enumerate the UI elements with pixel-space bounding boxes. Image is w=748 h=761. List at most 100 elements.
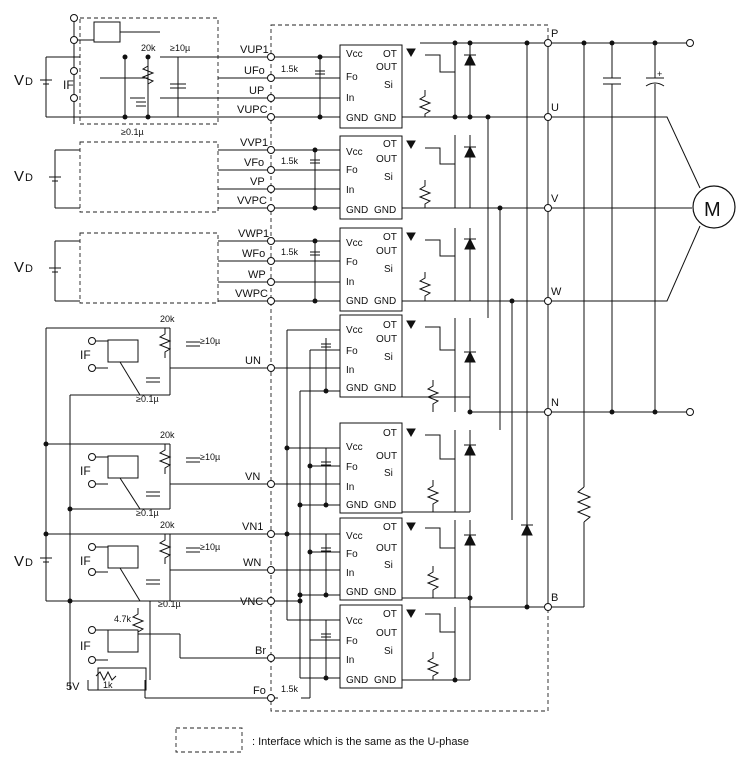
in-pin-label: In [346,93,354,104]
vcc-pin-label: Vcc [346,147,363,158]
gnd-pin-label: GND [346,675,368,686]
pin-label-vvpc: VVPC [237,195,267,207]
gnd-pin-label: GND [374,113,396,124]
ot-pin-label: OT [383,49,397,60]
r-1k5-label: 1.5k [281,684,299,694]
chip-w-lower: Vcc Fo In GND OT OUT Si GND [339,517,403,601]
pin-label-vnc: VNC [240,596,263,608]
ot-pin-label: OT [383,320,397,331]
fo-pin-label: Fo [346,549,358,560]
gnd-pin-label: GND [374,205,396,216]
ot-pin-label: OT [383,609,397,620]
freewheel-diodes [406,48,533,619]
ot-pin-label: OT [383,139,397,150]
terminal-wires [46,56,548,699]
out-pin-label: OUT [376,246,397,257]
junction-dots [43,40,658,683]
pin-label-vup1: VUP1 [240,44,269,56]
r-1k-label: 1k [103,680,113,690]
chip-v-upper: Vcc Fo In GND OT OUT Si GND [339,135,403,220]
c-01u-label: ≥0.1µ [121,127,144,137]
c-01u-label: ≥0.1µ [158,599,181,609]
pin-label-br: Br [255,645,266,657]
gnd-pin-label: GND [346,113,368,124]
fo-pin-label: Fo [346,636,358,647]
fo-pin-label: Fo [346,165,358,176]
vd-label-1: V D [14,72,33,89]
motor-symbol [692,185,736,229]
vcc-pin-label: Vcc [346,616,363,627]
in-pin-label: In [346,277,354,288]
vd-label-3: V D [14,259,33,276]
gnd-pin-label: GND [346,296,368,307]
pin-label-vn: VN [245,471,260,483]
si-pin-label: Si [384,264,393,275]
ot-pin-label: OT [383,428,397,439]
gnd-pin-label: GND [374,675,396,686]
pin-label-v: V [551,193,559,205]
internal-capacitors [310,70,331,638]
pin-label-vp: VP [250,176,265,188]
c-10u-label: ≥10µ [200,452,220,462]
svg-text:D: D [25,172,33,184]
c-01u-label: ≥0.1µ [136,394,159,404]
svg-text:V: V [14,72,24,89]
out-pin-label: OUT [376,334,397,345]
lower-phase-interfaces [40,327,200,698]
vcc-pin-label: Vcc [346,442,363,453]
pin-label-ufo: UFo [244,65,265,77]
r-20k-label: 20k [160,314,175,324]
gnd-pin-label: GND [374,383,396,394]
pin-label-wn: WN [243,557,261,569]
si-pin-label: Si [384,560,393,571]
gnd-pin-label: GND [346,500,368,511]
r-20k-label: 20k [160,520,175,530]
pin-label-fo: Fo [253,685,266,697]
vcc-pin-label: Vcc [346,531,363,542]
pin-label-vwp1: VWP1 [238,228,269,240]
w-phase-interface-box [79,232,219,304]
legend-text: : Interface which is the same as the U-p… [252,736,469,748]
motor-wiring [548,116,701,302]
chip-u-upper: Vcc Fo In GND OT OUT Si GND [339,44,403,129]
pin-label-wp: WP [248,269,266,281]
supply-5v-label: 5V [66,681,80,693]
c-10u-label: ≥10µ [170,43,190,53]
if-label: IF [80,554,91,568]
pin-label-vupc: VUPC [237,104,268,116]
vd-label-2: V D [14,168,33,185]
r-1k5-label: 1.5k [281,156,299,166]
gnd-pin-label: GND [374,500,396,511]
pin-label-w: W [551,286,562,298]
svg-text:D: D [25,557,33,569]
fo-pin-label: Fo [346,257,358,268]
in-pin-label: In [346,482,354,493]
out-pin-label: OUT [376,154,397,165]
chip-u-lower: Vcc Fo In GND OT OUT Si GND [339,314,403,398]
legend-dashed-box [175,727,243,753]
pin-label-vn1: VN1 [242,521,263,533]
svg-text:V: V [14,259,24,276]
in-pin-label: In [346,185,354,196]
fo-pin-label: Fo [346,462,358,473]
svg-text:V: V [14,553,24,570]
si-pin-label: Si [384,352,393,363]
pin-label-p: P [551,28,558,40]
r-1k5-label: 1.5k [281,247,299,257]
c-10u-label: ≥10µ [200,542,220,552]
polarity-plus: + [657,69,662,79]
power-igbt-stage [402,42,688,681]
r-4k7-label: 4.7k [114,614,132,624]
gnd-pin-label: GND [374,296,396,307]
gnd-pin-label: GND [346,205,368,216]
out-pin-label: OUT [376,543,397,554]
pin-label-u: U [551,102,559,114]
ot-pin-label: OT [383,232,397,243]
c-10u-label: ≥10µ [200,336,220,346]
v-phase-interface-box [79,141,219,213]
in-pin-label: In [346,365,354,376]
r-20k-label: 20k [160,430,175,440]
si-pin-label: Si [384,80,393,91]
r-20k-label: 20k [141,43,156,53]
